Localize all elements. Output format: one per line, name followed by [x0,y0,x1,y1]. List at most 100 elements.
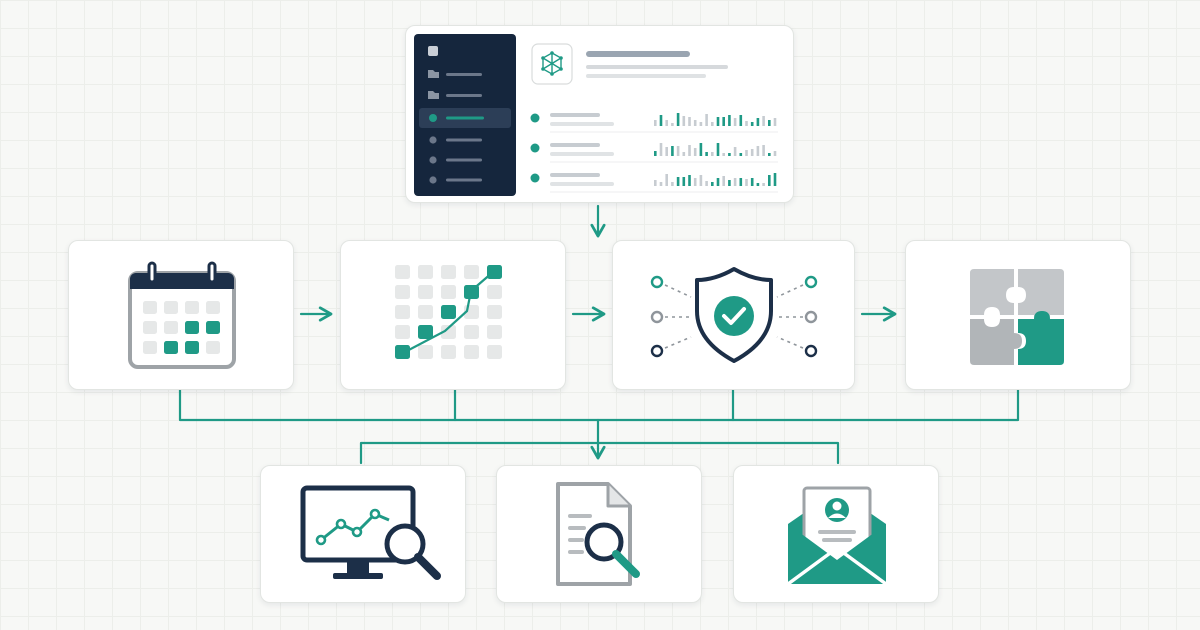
spark-bar [699,175,703,186]
sidebar-item-home [428,46,438,56]
calendar-day [164,301,178,314]
calendar-day [185,321,199,334]
status-dot [530,113,540,123]
header-subtitle-bar [586,65,728,69]
header-subtitle-bar [586,74,706,78]
heatmap-cell [395,325,410,339]
heatmap-cell [487,345,502,359]
spark-bar [716,117,720,126]
heatmap-cell [395,265,410,279]
step-card-shield [612,240,855,390]
dashboard-row [530,173,778,193]
spark-bar [693,120,697,126]
heatmap-cell [395,345,410,359]
spark-bar [682,116,686,126]
spark-bar [665,147,668,156]
spark-bar [676,113,680,126]
spark-bar [745,179,748,186]
spark-bar [739,153,743,156]
sidebar-item-5 [429,156,482,164]
connector-step1-down [178,388,1020,422]
dashboard-preview-card [405,25,794,203]
heatmap-cell [487,305,502,319]
spark-bar [762,116,765,126]
spark-bar [756,118,760,126]
spark-bar [676,177,680,186]
sidebar-item-folder-1 [428,70,482,78]
spark-bar [671,123,674,126]
calendar-day [164,321,178,334]
spark-bar [676,146,680,156]
sidebar-item-6 [429,176,482,184]
spark-bar [739,115,743,126]
heatmap-cell [395,285,410,299]
heatmap-cell [418,305,433,319]
spark-bar [773,151,777,156]
spark-bar [688,145,691,156]
spark-bar [768,120,771,126]
heatmap-cell [487,285,502,299]
spark-bar [750,178,754,186]
spark-bar [728,180,731,186]
spark-bar [665,120,668,126]
heatmap-cell [464,345,479,359]
heatmap-cell [441,305,456,319]
spark-bar [756,146,760,156]
calendar-day [206,301,220,314]
spark-bar [756,183,760,186]
calendar-day [185,301,199,314]
spark-bar [711,182,714,186]
sidebar-item-active [419,108,511,128]
spark-bar [745,121,748,126]
spark-bar [733,178,737,186]
spark-bar [773,118,777,126]
heatmap-cell [441,265,456,279]
spark-bar [682,152,686,156]
spark-bar [768,175,771,186]
document-search-icon [556,482,640,586]
heatmap-cell [464,325,479,339]
spark-bar [693,148,697,156]
calendar-day [143,301,157,314]
spark-bar [665,174,668,186]
spark-bar [728,153,731,156]
dot-icon [429,156,437,164]
output-card-document [496,465,702,603]
step-card-puzzle [905,240,1131,390]
spark-bar [699,143,703,156]
dot-icon [429,136,437,144]
spark-bar [722,176,725,186]
spark-bar [693,178,697,186]
spark-bar [688,175,691,186]
spark-bar [659,115,663,126]
heatmap-cell [487,265,502,279]
header-title-bar [586,51,690,57]
spark-bar [711,152,714,156]
spark-bar [705,114,708,126]
spark-bar [762,183,765,186]
spark-bar [654,151,657,156]
calendar-icon [128,261,236,369]
status-dot [530,173,540,183]
dashboard-sidebar [414,34,516,196]
output-card-analytics [260,465,466,603]
spark-bar [659,143,663,156]
calendar-day [143,321,157,334]
calendar-day [164,341,178,354]
step-card-calendar [68,240,294,390]
heatmap-cell [418,345,433,359]
spark-bar [728,115,731,126]
folder-icon [428,91,439,99]
spark-bar [705,181,708,186]
spark-bar [722,153,725,156]
dashboard-main [516,34,787,196]
heatmap-cell [441,325,456,339]
spark-bar [722,117,725,126]
calendar-day [206,321,220,334]
shield-check-icon [650,267,818,363]
spark-bar [739,178,743,186]
dot-icon [429,176,437,184]
network-cube-icon [531,43,573,85]
spark-bar [699,122,703,126]
